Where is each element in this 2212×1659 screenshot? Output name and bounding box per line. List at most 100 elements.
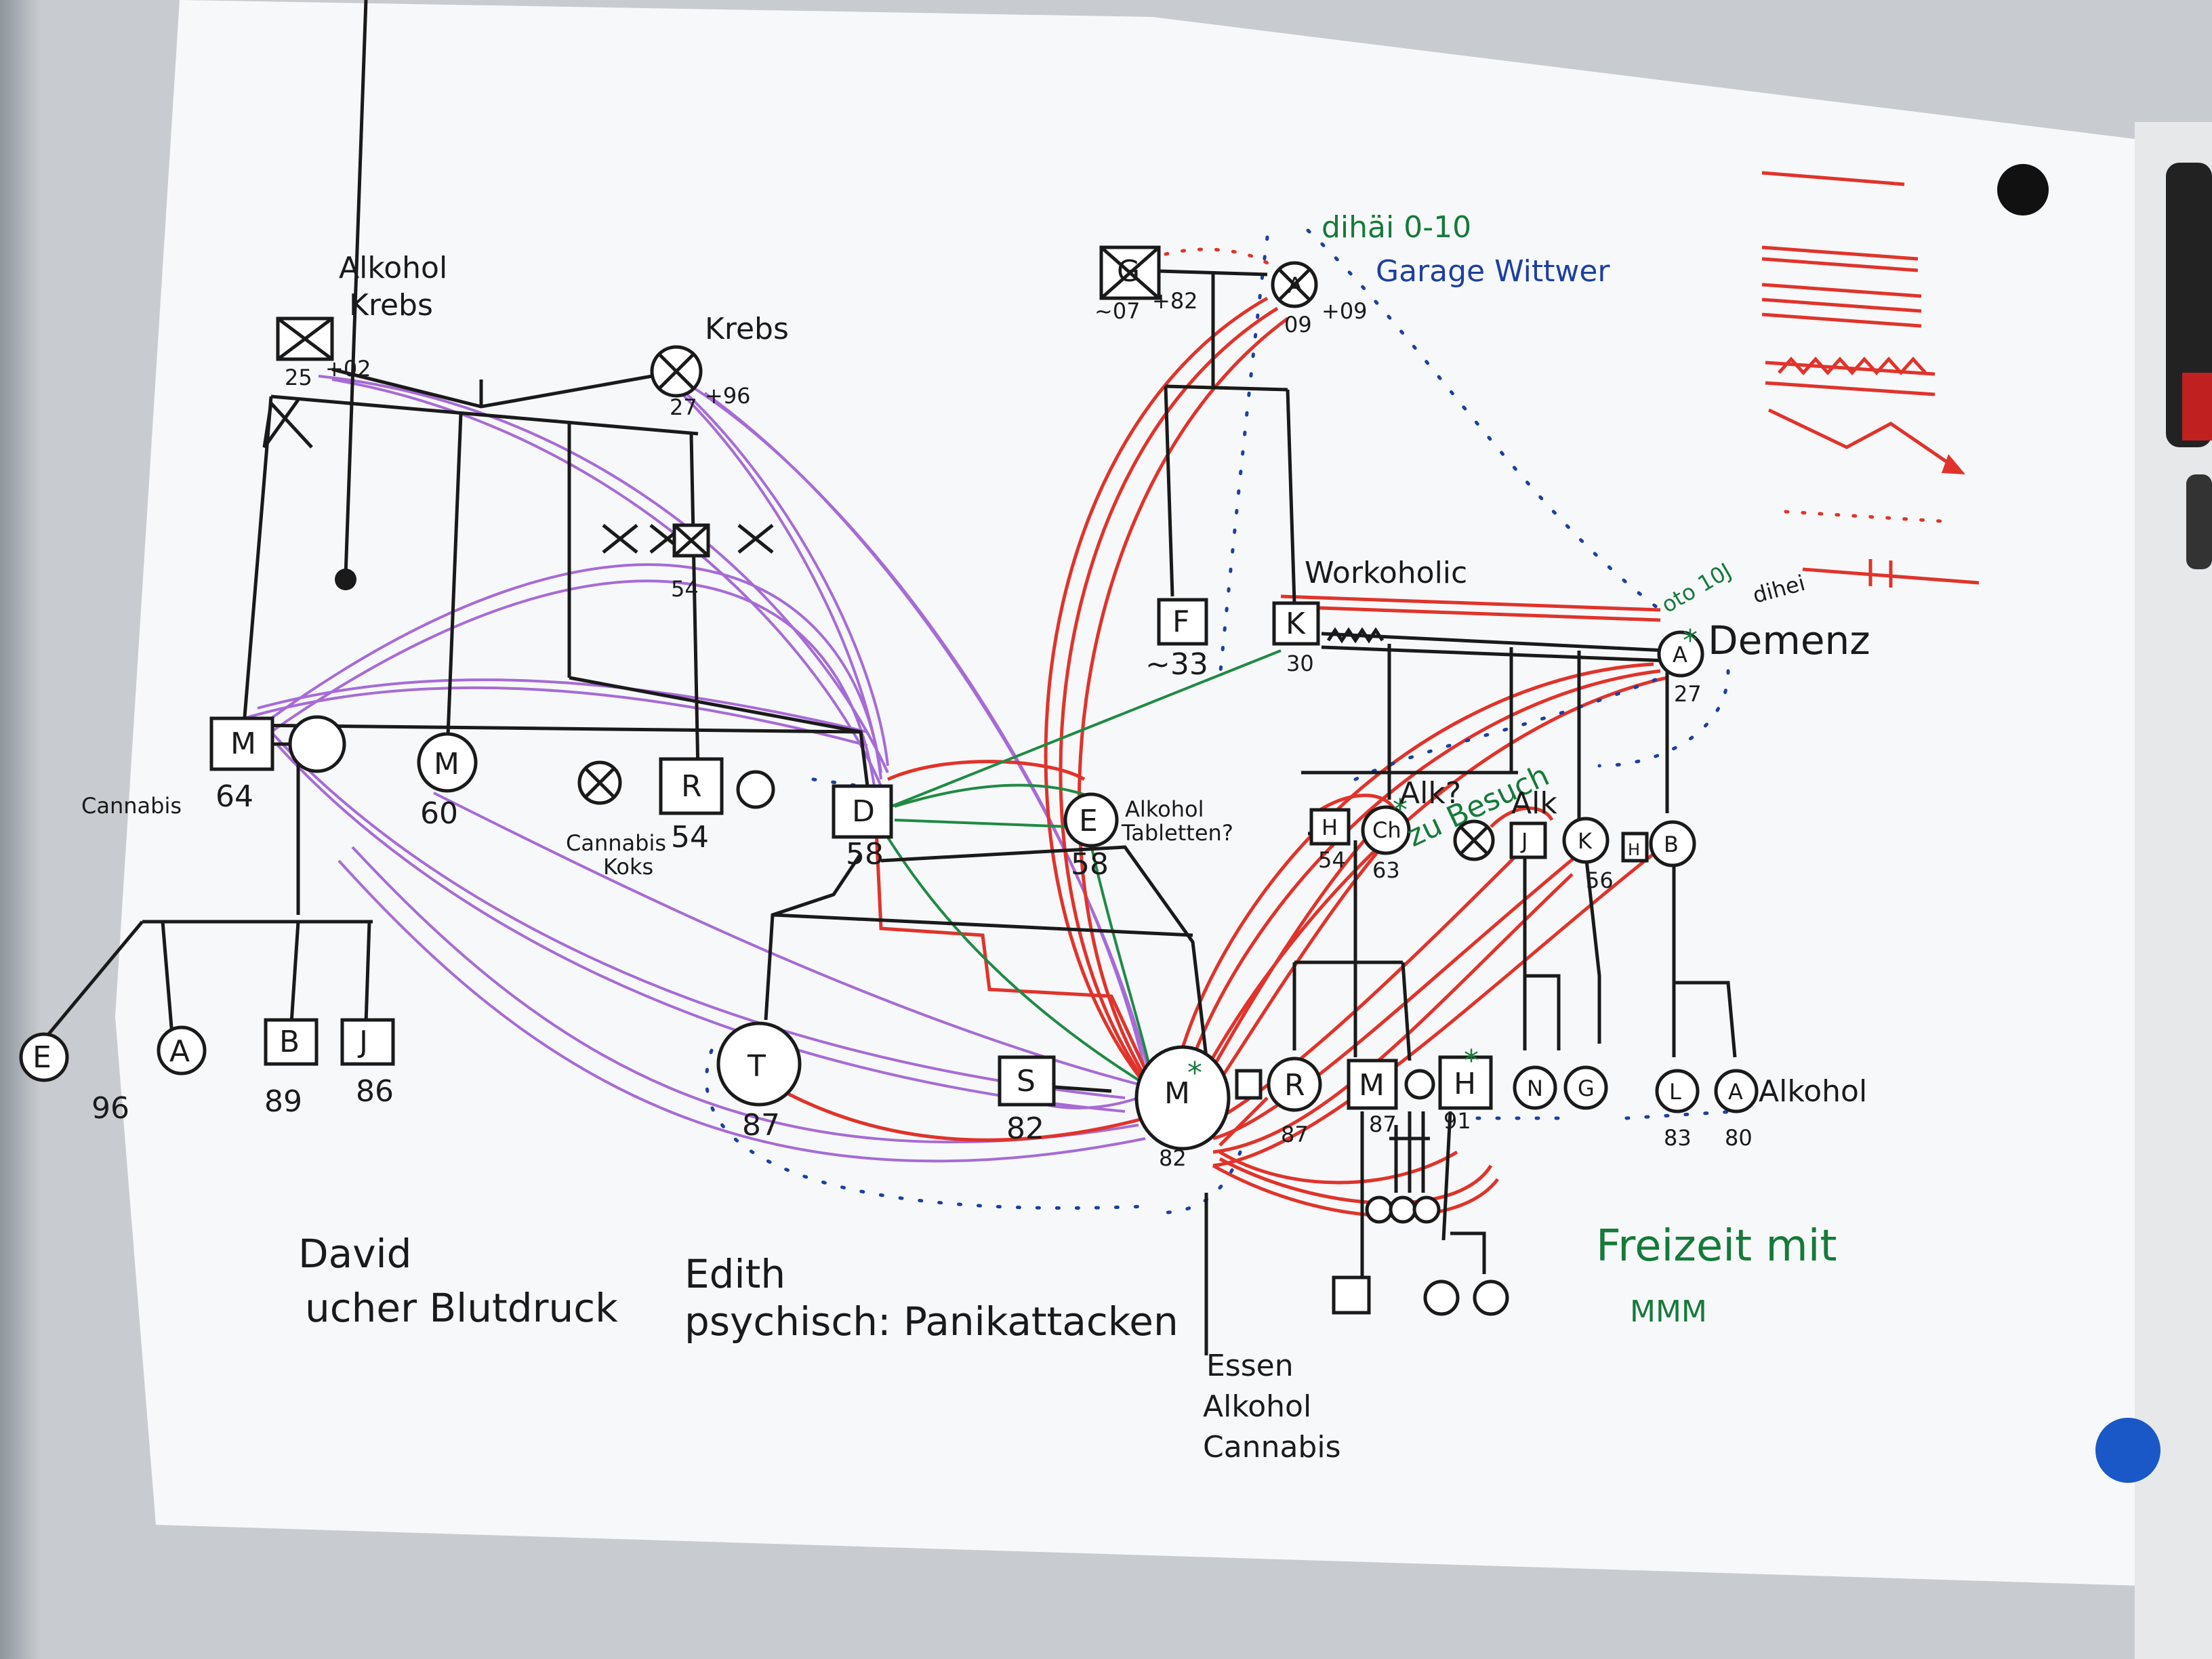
person-m-mid[interactable]: M 60 [417, 732, 478, 831]
male-symbol [264, 1018, 319, 1066]
person-s[interactable]: S 82 [998, 1055, 1056, 1146]
grandmother-left[interactable]: Krebs 27 +96 [650, 312, 789, 420]
bottom-notes: David ucher Blutdruck Edith psychisch: P… [298, 1221, 1837, 1345]
person-crossed-j[interactable]: J [1453, 819, 1547, 861]
miscarriage-dot [335, 569, 356, 590]
grandfather-left-death: +02 [325, 356, 371, 382]
d-letter: D [852, 794, 875, 829]
top-grandmother-note2: Garage Wittwer [1376, 254, 1610, 289]
top-grandfather[interactable]: G ~07 +82 [1094, 245, 1198, 324]
person-l-sib[interactable]: L 83 [1655, 1069, 1700, 1151]
k-note: Workoholic [1305, 556, 1467, 590]
a-sib-age: 80 [1725, 1125, 1753, 1151]
crossed-siblings: 54 [602, 523, 774, 602]
male-symbol [1347, 1059, 1398, 1110]
female-symbol [1361, 805, 1411, 855]
person-d[interactable]: D 58 [832, 784, 893, 872]
person-a-sib[interactable]: A 80 Alkohol [1714, 1069, 1867, 1151]
e-note2: Tabletten? [1121, 820, 1233, 846]
r-mid-note1: Cannabis [566, 830, 666, 856]
child-a[interactable]: A [157, 1025, 207, 1076]
legend-line-eng-1 [1761, 245, 1919, 261]
r-sib-age: 87 [1281, 1122, 1309, 1147]
note-david-1: David [298, 1231, 411, 1277]
legend-line-konflikt-zigzag [1778, 356, 1927, 375]
m-sib-age: 87 [1369, 1111, 1397, 1137]
note-david-2: ucher Blutdruck [305, 1285, 618, 1331]
k-right-letter: K [1578, 828, 1593, 854]
ch-note: Alk? [1399, 776, 1461, 811]
s-letter: S [1017, 1064, 1036, 1099]
index-green-star: * [1187, 1056, 1202, 1090]
paper-sheet [115, 0, 2162, 1586]
grandfather-left-age: 25 [285, 365, 312, 390]
r-mid-note2: Koks [603, 854, 653, 880]
person-k[interactable]: K 30 Workoholic [1272, 556, 1467, 676]
siblings-crossed-age: 54 [671, 576, 699, 602]
female-symbol [1267, 1057, 1322, 1112]
small-male-symbol [1235, 1069, 1263, 1100]
child-b-age: 89 [264, 1084, 302, 1119]
person-h-b-right[interactable]: H B [1621, 820, 1696, 867]
top-grandmother[interactable]: A 09 +09 dihäi 0-10 Garage Wittwer [1271, 210, 1610, 337]
legend-line-eng-2 [1761, 257, 1919, 272]
child-j-letter: J [357, 1025, 368, 1059]
person-g-sib[interactable]: G [1563, 1065, 1608, 1110]
index-letter: M [1164, 1076, 1190, 1111]
e-note1: Alkohol [1125, 796, 1204, 822]
grandmother-left-age: 27 [670, 394, 697, 420]
person-h-right[interactable]: H 54 [1309, 808, 1351, 873]
grandmother-left-health: Krebs [705, 312, 789, 346]
grandfather-left-health2: Krebs [349, 288, 433, 323]
male-symbol [1509, 821, 1547, 859]
grandfather-left[interactable]: Alkohol Krebs 25 +02 [276, 251, 447, 390]
note-freizeit-2: MMM [1630, 1294, 1707, 1329]
a-right-letter: A [1673, 642, 1687, 668]
male-symbol [340, 1018, 395, 1066]
person-t[interactable]: T 87 [716, 1021, 802, 1143]
female-symbol [19, 1032, 69, 1082]
grandfather-left-health1: Alkohol [339, 251, 447, 285]
legend-line-distanziert [1784, 510, 1954, 524]
h-sib-letter: H [1454, 1067, 1476, 1101]
person-k-right[interactable]: K Alk 56 [1511, 786, 1614, 893]
person-r-sib[interactable]: R 87 [1235, 1057, 1322, 1147]
e-letter: E [1079, 804, 1098, 838]
person-n-sib[interactable]: N [1513, 1065, 1557, 1110]
index-note2: Alkohol [1203, 1389, 1311, 1424]
r-mid-age: 54 [671, 820, 709, 855]
person-e[interactable]: E Alkohol Tabletten? 58 [1063, 792, 1233, 882]
person-index-m[interactable]: M * 82 Essen Alkohol Cannabis [1134, 1045, 1341, 1465]
pedigree-lines-right [1158, 269, 1737, 1281]
legend-line-sehr-eng-3 [1761, 312, 1922, 328]
relationship-legend [1761, 171, 1980, 588]
person-f[interactable]: F ~33 [1145, 598, 1208, 682]
partner-circle [1404, 1069, 1435, 1100]
legend-line-gestoert [1767, 408, 1957, 470]
person-h-sib[interactable]: H * 91 [1438, 1044, 1493, 1134]
marker-black-2 [2186, 474, 2212, 569]
child-j[interactable]: J 86 [340, 1018, 395, 1109]
top-grandmother-note1: dihäi 0-10 [1322, 210, 1471, 245]
legend-line-sehr-eng-1 [1761, 283, 1922, 298]
child-b-letter: B [279, 1025, 300, 1059]
child-e[interactable]: E 96 [19, 1032, 129, 1126]
a-right-age: 27 [1674, 681, 1702, 707]
female-symbol [716, 1021, 802, 1107]
f-age: ~33 [1145, 647, 1208, 682]
index-note1: Essen [1206, 1349, 1294, 1383]
person-m-sib[interactable]: M 87 [1347, 1059, 1435, 1137]
h-right-age: 54 [1318, 847, 1346, 873]
grandchild-circle [1389, 1195, 1417, 1224]
a-sib-note: Alkohol [1759, 1074, 1867, 1109]
top-grandfather-death: +82 [1152, 288, 1198, 314]
male-symbol [1272, 601, 1320, 646]
partner-circle [736, 770, 775, 809]
m-mid-age: 60 [420, 796, 458, 831]
child-b[interactable]: B 89 [264, 1018, 319, 1119]
person-m-left[interactable]: M Cannabis 64 [81, 715, 346, 819]
person-r-mid[interactable]: R Cannabis Koks 54 [566, 757, 775, 880]
ch-letter: Ch [1372, 817, 1401, 843]
index-female-symbol [1134, 1045, 1231, 1151]
male-symbol [209, 716, 274, 771]
